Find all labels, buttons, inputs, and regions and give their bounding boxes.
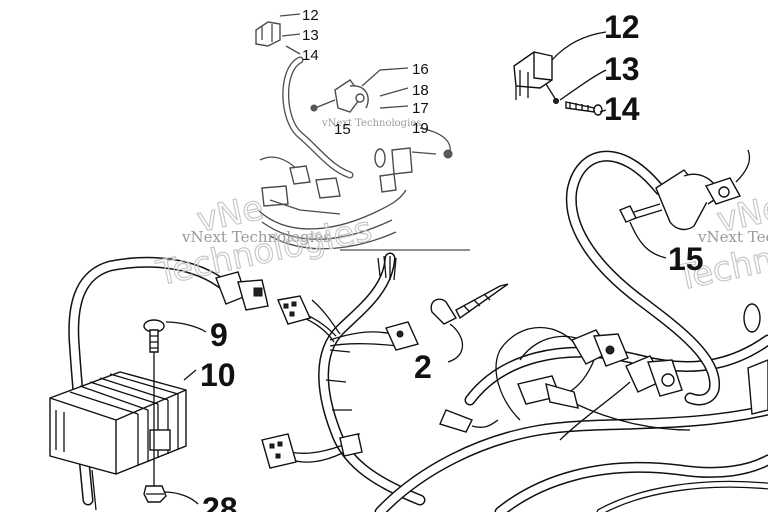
- speed-sensor: [655, 149, 751, 231]
- callout-inset-19: 19: [412, 120, 429, 137]
- connector-right-a: [570, 329, 629, 367]
- bolt-9: [143, 319, 165, 353]
- inset-sensor-bracket: [255, 21, 281, 47]
- connector-middle: [385, 321, 419, 351]
- callout-inset-12: 12: [302, 7, 319, 24]
- sensor-bracket: [513, 51, 553, 100]
- callout-15: 15: [668, 241, 704, 277]
- callout-inset-18: 18: [412, 82, 429, 99]
- callout-inset-13: 13: [302, 27, 319, 44]
- screw-14: [565, 101, 603, 116]
- sensor-plug-2: [430, 283, 509, 325]
- inset-speed-sensor: [334, 79, 369, 113]
- connector-right-b: [625, 355, 683, 397]
- callout-2: 2: [414, 349, 432, 385]
- washer-13: [553, 98, 559, 104]
- connector-left-loop: [215, 271, 269, 311]
- svg-text:vNext Technologies: vNext Technologies: [697, 228, 768, 246]
- inset-detail: [255, 13, 470, 251]
- connector-right-edge: [747, 359, 768, 415]
- callout-9: 9: [210, 317, 228, 353]
- connector-lower-left: [261, 433, 363, 469]
- callout-28: 28: [202, 491, 238, 512]
- svg-text:vNext Technologies: vNext Technologies: [181, 228, 331, 246]
- callout-inset-15: 15: [334, 121, 351, 138]
- bullet-connector: [439, 409, 499, 433]
- nut-28: [143, 485, 167, 503]
- callouts: 12 13 14 15 12 13 14 15 16 18 17 19 9 10…: [200, 7, 704, 512]
- connector-middle-top: [277, 295, 311, 325]
- callout-14: 14: [604, 91, 640, 127]
- bolt-15: [619, 203, 663, 223]
- voltage-regulator: [49, 371, 187, 475]
- callout-inset-16: 16: [412, 61, 429, 78]
- connector-flat: [517, 375, 579, 409]
- svg-text:vNext Technologies: vNext Technologies: [321, 118, 421, 129]
- callout-10: 10: [200, 357, 236, 393]
- callout-12: 12: [604, 9, 640, 45]
- o-ring-right: [743, 303, 761, 333]
- callout-inset-14: 14: [302, 47, 319, 64]
- callout-inset-17: 17: [412, 100, 429, 117]
- callout-13: 13: [604, 51, 640, 87]
